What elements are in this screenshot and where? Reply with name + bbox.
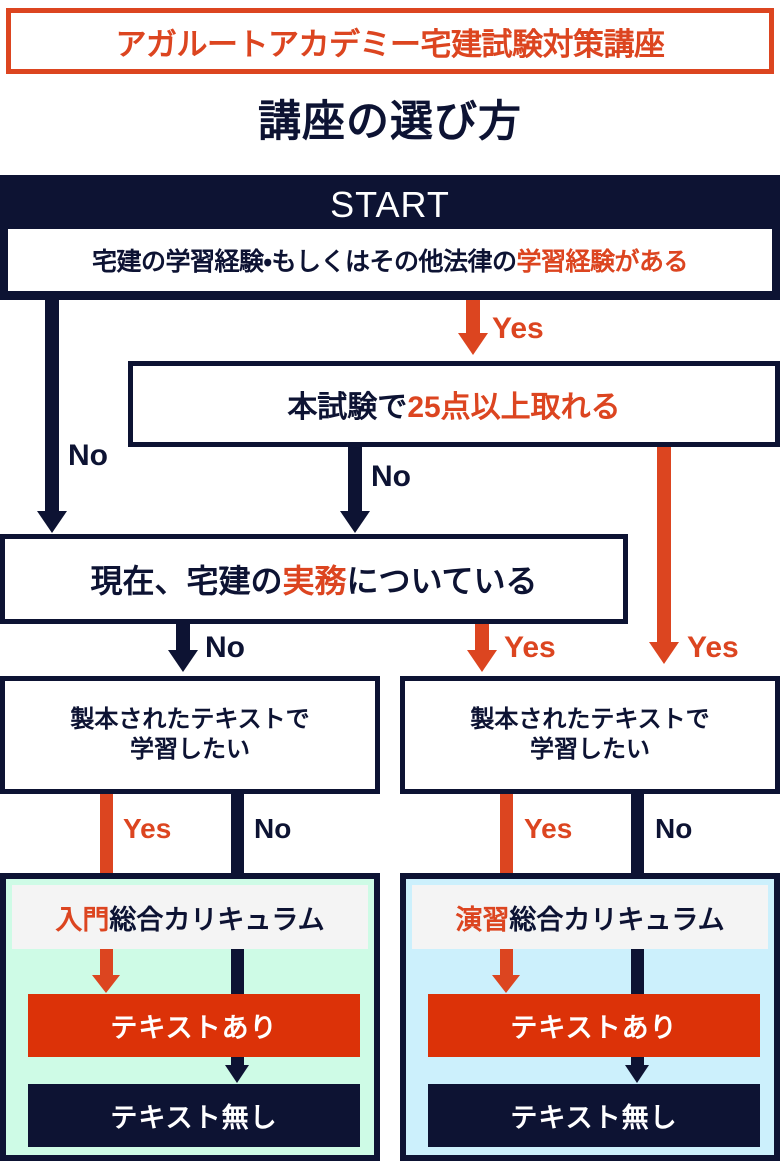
option-left-box: 製本されたテキストで学習したい [0, 676, 380, 794]
result-panel-left-header-highlight: 入門 [55, 904, 110, 935]
banner-title: アガルートアカデミー宅建試験対策講座 [115, 26, 666, 62]
edge-q3-yes-arrowhead [467, 650, 497, 672]
edge-q2-yes-label: Yes [687, 631, 739, 664]
edge-opt-left-no-line [231, 794, 244, 884]
question-1-text: 宅建の学習経験・もしくはその他法律の学習経験がある [91, 242, 689, 278]
question-3-text: 現在、宅建の実務についている [90, 556, 537, 602]
result-left-with-text: テキストあり [28, 994, 360, 1057]
result-panel-right-header: 演習総合カリキュラム [412, 885, 768, 949]
option-left-text: 製本されたテキストで学習したい [70, 705, 309, 765]
option-right-line1: 製本されたテキストで [470, 706, 710, 733]
question-1-box: 宅建の学習経験・もしくはその他法律の学習経験がある [8, 229, 772, 291]
result-right-yes-arrowhead [492, 975, 520, 993]
question-3-box: 現在、宅建の実務についている [0, 534, 628, 624]
question-3-highlight: 実務 [282, 563, 347, 599]
result-right-yes-line [500, 949, 513, 975]
edge-opt-left-yes-line [100, 794, 113, 884]
question-1-plain: 宅建の学習経験・もしくはその他法律の [91, 248, 517, 276]
result-panel-left: 入門総合カリキュラム テキストあり テキスト無し [0, 873, 380, 1161]
result-panel-right-header-highlight: 演習 [455, 904, 510, 935]
edge-opt-left-no-label: No [254, 813, 292, 844]
result-panel-right: 演習総合カリキュラム テキストあり テキスト無し [400, 873, 780, 1161]
edge-q1-yes-arrowhead [458, 333, 488, 355]
edge-q1-yes-label: Yes [492, 312, 544, 345]
edge-q3-yes-line [475, 624, 489, 656]
result-panel-left-header: 入門総合カリキュラム [12, 885, 368, 949]
edge-q3-yes-label: Yes [504, 631, 556, 664]
page-title: 講座の選び方 [258, 98, 522, 146]
edge-q1-yes-line [466, 300, 480, 333]
edge-opt-right-no-label: No [655, 813, 693, 844]
edge-q3-no-label: No [205, 631, 245, 664]
result-panel-left-header-plain: 総合カリキュラム [109, 904, 325, 935]
option-right-line2: 学習したい [530, 736, 650, 763]
edge-q1-no-arrowhead [37, 511, 67, 533]
question-1-highlight: 学習経験がある [516, 248, 689, 276]
result-left-without-text: テキスト無し [28, 1084, 360, 1147]
edge-q3-no-line [176, 624, 190, 656]
edge-q2-no-label: No [371, 460, 411, 493]
result-left-yes-arrowhead [92, 975, 120, 993]
course-banner: アガルートアカデミー宅建試験対策講座 [6, 8, 774, 74]
result-left-no-arrowhead [225, 1065, 249, 1083]
edge-q1-no-line [45, 300, 59, 511]
result-right-with-text: テキストあり [428, 994, 760, 1057]
result-right-without-text: テキスト無し [428, 1084, 760, 1147]
edge-q2-yes-line [657, 447, 671, 642]
option-left-line1: 製本されたテキストで [70, 706, 310, 733]
question-2-box: 本試験で25点以上取れる [128, 361, 780, 447]
question-2-highlight: 25点以上取れる [407, 391, 621, 424]
result-right-no-arrowhead [625, 1065, 649, 1083]
option-left-line2: 学習したい [130, 736, 250, 763]
result-left-yes-line [100, 949, 113, 975]
edge-opt-left-yes-label: Yes [123, 813, 172, 844]
question-3-plain-a: 現在、宅建の [90, 563, 283, 599]
option-right-box: 製本されたテキストで学習したい [400, 676, 780, 794]
option-right-text: 製本されたテキストで学習したい [470, 705, 709, 765]
edge-q2-yes-arrowhead [649, 642, 679, 664]
start-label: START [330, 184, 450, 225]
question-2-plain: 本試験で [287, 391, 408, 424]
result-panel-right-header-plain: 総合カリキュラム [509, 904, 725, 935]
edge-q3-no-arrowhead [168, 650, 198, 672]
edge-q2-no-line [348, 447, 362, 511]
edge-opt-right-yes-label: Yes [524, 813, 573, 844]
edge-opt-right-no-line [631, 794, 644, 884]
edge-q1-no-label: No [68, 439, 108, 472]
edge-q2-no-arrowhead [340, 511, 370, 533]
question-3-plain-b: についている [346, 563, 538, 599]
question-2-text: 本試験で25点以上取れる [287, 382, 620, 426]
edge-opt-right-yes-line [500, 794, 513, 884]
